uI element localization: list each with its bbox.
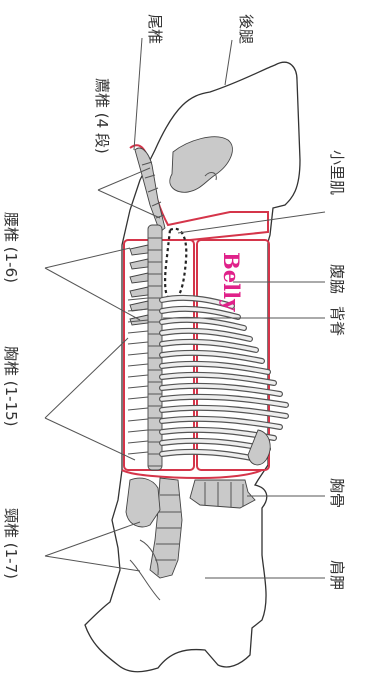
pelvis-bone	[170, 137, 233, 193]
cervical-pointer-a	[45, 522, 140, 556]
rib-head	[128, 375, 148, 377]
cervical-vertebrae-label: 頸椎 (1-7)	[2, 508, 20, 579]
tenderloin-label: 小里肌	[328, 150, 346, 195]
rib-head	[128, 364, 148, 366]
lumbar-processes	[130, 245, 148, 325]
lumbar-pointer-a	[45, 248, 130, 268]
rib-head	[128, 452, 148, 454]
thoracic-pointer-a	[45, 338, 128, 418]
shoulder-blade-bone	[126, 478, 160, 527]
shoulder-section-border	[122, 470, 262, 478]
cervical-pointer-b	[45, 556, 140, 571]
hind-leg-label: 後腿	[237, 14, 255, 44]
sacral-vertebrae-label: 薦椎 (4 段)	[93, 78, 111, 154]
rib	[162, 331, 250, 339]
rib	[162, 386, 280, 394]
rib	[162, 419, 280, 427]
shoulder-label: 肩胛	[328, 560, 346, 590]
sacral-pointer-a	[98, 168, 150, 190]
rib	[162, 353, 262, 361]
belly-flank-label: 腹脇	[328, 264, 346, 294]
thoracic-vertebrae-label: 胸椎 (1-15)	[2, 346, 20, 427]
lumbar-vertebrae-label: 腰椎 (1-6)	[2, 212, 20, 283]
sternum-bone	[190, 480, 255, 508]
hind-leg-pointer	[225, 40, 232, 85]
lumbar-pointer-b	[45, 268, 140, 320]
belly-overlay-label: Belly	[219, 252, 244, 312]
tail-vertebrae-label: 尾椎	[146, 14, 164, 44]
lumbar-transverse-process	[130, 259, 148, 269]
sternum-label: 胸骨	[328, 478, 346, 508]
rib-head	[128, 298, 148, 300]
rib	[162, 452, 262, 460]
tail-vertebrae-bone	[135, 148, 165, 232]
rib-head	[128, 430, 148, 432]
rib	[162, 364, 268, 372]
rib-head	[128, 419, 148, 421]
rib-head	[128, 353, 148, 355]
rib-head	[128, 386, 148, 388]
lumbar-transverse-process	[130, 273, 148, 283]
rib-head	[128, 441, 148, 443]
rib-head	[128, 408, 148, 410]
rib-head	[128, 397, 148, 399]
rib	[162, 342, 256, 350]
rib	[162, 375, 274, 383]
rib	[162, 320, 244, 328]
tenderloin-pointer	[178, 212, 325, 233]
lumbar-transverse-process	[130, 245, 148, 255]
tail-pointer	[134, 38, 142, 150]
lumbar-transverse-process	[130, 287, 148, 297]
rib-head	[128, 342, 148, 344]
rib-head	[128, 331, 148, 333]
loin-back-label: 背脊	[328, 306, 346, 336]
